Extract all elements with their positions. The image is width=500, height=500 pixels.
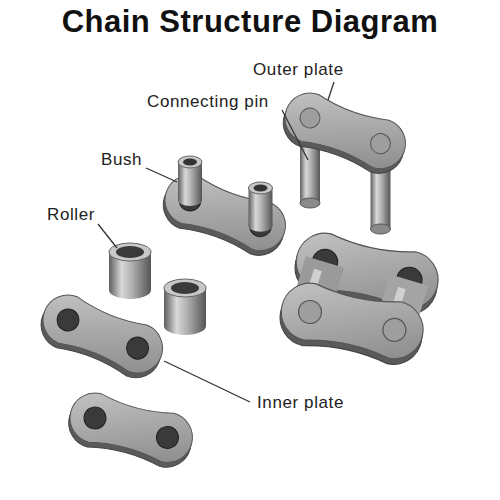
outer-plate-with-pins <box>276 86 412 234</box>
part-label: Outer plate <box>252 60 345 80</box>
assembled-link <box>275 228 444 370</box>
rollers <box>109 243 206 335</box>
part-label: Roller <box>46 205 96 225</box>
diagram-title: Chain Structure Diagram <box>0 4 500 40</box>
part-label: Bush <box>100 150 143 170</box>
leader-lines <box>98 82 334 402</box>
inner-plate-with-bushes <box>156 156 292 262</box>
part-label: Connecting pin <box>146 92 270 112</box>
part-label: Inner plate <box>256 393 345 413</box>
